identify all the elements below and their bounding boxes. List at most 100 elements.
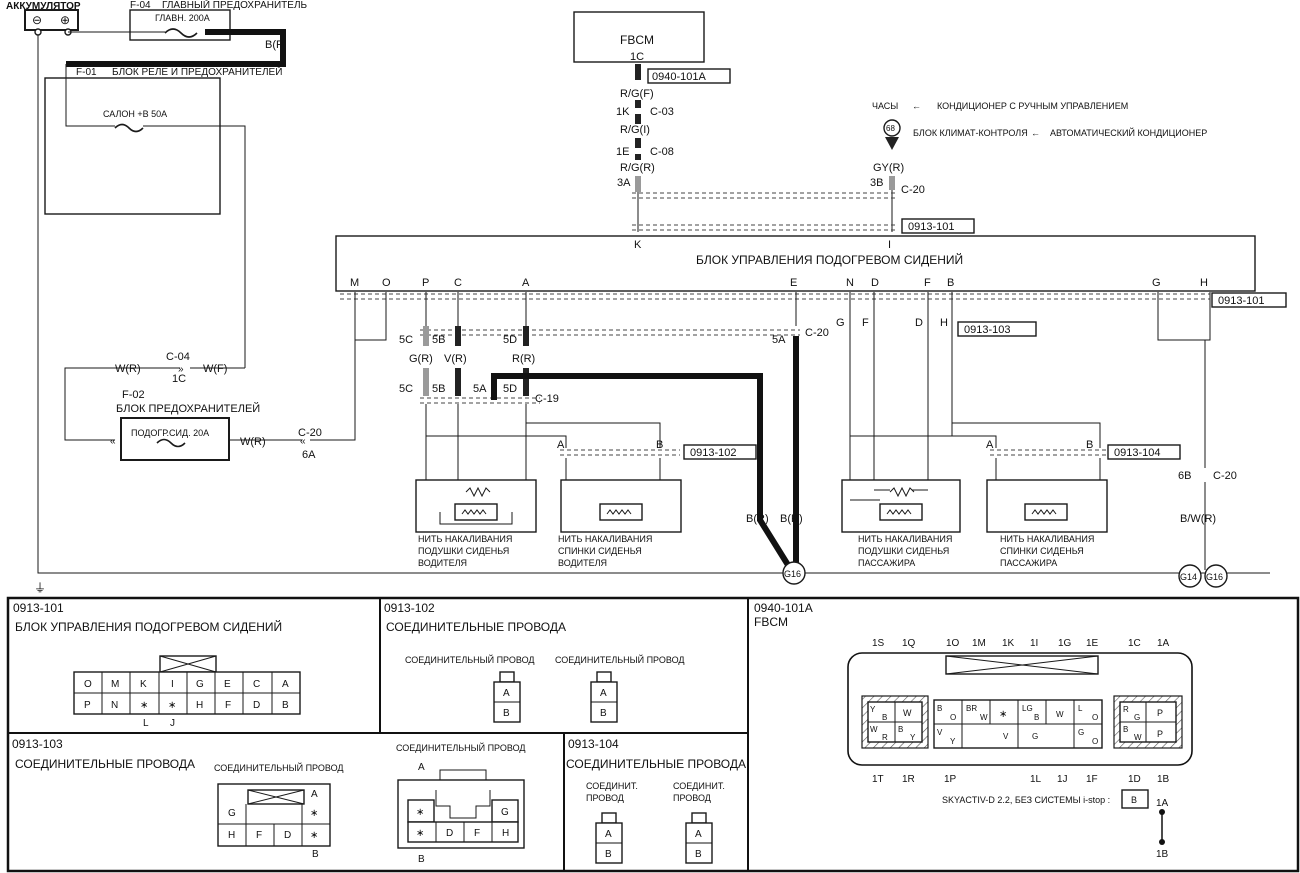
svg-text:F: F	[225, 700, 231, 711]
panel-0940-101a: 0940-101A FBCM 1S 1Q 1O 1M 1K 1I 1G 1E 1…	[754, 601, 1193, 860]
svg-text:C-08: C-08	[650, 146, 674, 158]
svg-text:1A: 1A	[1156, 798, 1169, 809]
svg-text:1G: 1G	[1058, 638, 1072, 649]
svg-text:G14: G14	[1180, 572, 1197, 582]
svg-text:W: W	[1056, 710, 1064, 719]
driver-back-heater: НИТЬ НАКАЛИВАНИЯ СПИНКИ СИДЕНЬЯ ВОДИТЕЛЯ	[558, 458, 682, 568]
svg-text:A: A	[522, 277, 530, 289]
svg-text:КОНДИЦИОНЕР С РУЧНЫМ УПРАВЛЕНИ: КОНДИЦИОНЕР С РУЧНЫМ УПРАВЛЕНИЕМ	[937, 101, 1128, 111]
svg-text:B: B	[695, 849, 702, 860]
svg-text:∗: ∗	[168, 700, 176, 711]
svg-text:1F: 1F	[1086, 774, 1098, 785]
svg-text:A: A	[503, 688, 510, 699]
shield-c20-top	[632, 192, 898, 199]
connector-c04: C-04 1C W(R) W(F) »	[64, 351, 245, 441]
svg-text:G: G	[1134, 713, 1140, 722]
svg-text:A: A	[282, 679, 289, 690]
svg-text:БЛОК УПРАВЛЕНИЯ ПОДОГРЕВОМ СИД: БЛОК УПРАВЛЕНИЯ ПОДОГРЕВОМ СИДЕНИЙ	[15, 619, 282, 634]
svg-text:5C: 5C	[399, 334, 413, 346]
svg-text:1R: 1R	[902, 774, 915, 785]
svg-text:СОЕДИНИТЕЛЬНЫЙ ПРОВОД: СОЕДИНИТЕЛЬНЫЙ ПРОВОД	[555, 654, 684, 665]
svg-text:ПРОВОД: ПРОВОД	[586, 793, 624, 803]
circle-68	[883, 119, 901, 137]
svg-text:W(R): W(R)	[115, 363, 141, 375]
f01-name: БЛОК РЕЛЕ И ПРЕДОХРАНИТЕЛЕЙ	[112, 65, 282, 78]
svg-text:B: B	[947, 277, 954, 289]
svg-text:НИТЬ НАКАЛИВАНИЯ: НИТЬ НАКАЛИВАНИЯ	[1000, 534, 1094, 544]
svg-text:0913-101: 0913-101	[1218, 295, 1265, 307]
svg-text:K: K	[634, 239, 642, 251]
svg-text:SKYACTIV-D 2.2, БЕЗ СИСТЕМЫ i-: SKYACTIV-D 2.2, БЕЗ СИСТЕМЫ i-stop :	[942, 795, 1110, 805]
svg-text:B(R): B(R)	[780, 513, 803, 525]
svg-text:L: L	[1078, 704, 1083, 713]
passenger-back-heater: НИТЬ НАКАЛИВАНИЯ СПИНКИ СИДЕНЬЯ ПАССАЖИР…	[986, 458, 1108, 568]
svg-text:R: R	[882, 733, 888, 742]
svg-text:B: B	[1131, 795, 1137, 805]
svg-text:W(R): W(R)	[240, 436, 266, 448]
relay-fuse-block-f01: F-01 БЛОК РЕЛЕ И ПРЕДОХРАНИТЕЛЕЙ САЛОН +…	[44, 64, 282, 368]
svg-text:0913-102: 0913-102	[384, 601, 435, 615]
svg-text:Y: Y	[870, 705, 876, 714]
svg-text:ЧАСЫ: ЧАСЫ	[872, 101, 898, 111]
svg-text:G(R): G(R)	[409, 353, 433, 365]
svg-text:ВОДИТЕЛЯ: ВОДИТЕЛЯ	[418, 558, 467, 568]
svg-text:Y: Y	[910, 733, 916, 742]
svg-text:3B: 3B	[870, 177, 883, 189]
svg-text:3A: 3A	[617, 177, 631, 189]
panel-0913-104: 0913-104 СОЕДИНИТЕЛЬНЫЕ ПРОВОДА СОЕДИНИТ…	[566, 737, 746, 864]
f04-code: F-04	[130, 0, 151, 11]
battery-minus-icon: ⊖	[32, 13, 42, 27]
svg-text:«: «	[300, 436, 306, 447]
svg-text:B: B	[882, 713, 887, 722]
svg-text:O: O	[84, 679, 92, 690]
climate-branch: ЧАСЫ ← КОНДИЦИОНЕР С РУЧНЫМ УПРАВЛЕНИЕМ …	[870, 101, 1207, 232]
svg-text:W: W	[903, 708, 912, 718]
svg-text:H: H	[502, 828, 509, 839]
ground-icon: ⏚	[34, 581, 46, 595]
svg-text:C-19: C-19	[535, 393, 559, 405]
svg-text:←: ←	[912, 101, 921, 111]
svg-text:LG: LG	[1022, 704, 1033, 713]
svg-text:1S: 1S	[872, 638, 885, 649]
svg-text:H: H	[228, 830, 235, 841]
svg-text:5B: 5B	[432, 383, 445, 395]
svg-text:5A: 5A	[473, 383, 487, 395]
panel-0913-101: 0913-101 БЛОК УПРАВЛЕНИЯ ПОДОГРЕВОМ СИДЕ…	[13, 601, 301, 729]
svg-text:1L: 1L	[1030, 774, 1042, 785]
svg-text:W(F): W(F)	[203, 363, 227, 375]
svg-text:5B: 5B	[432, 334, 445, 346]
svg-text:C-04: C-04	[166, 351, 190, 363]
svg-text:B: B	[937, 704, 942, 713]
svg-text:A: A	[311, 789, 318, 800]
svg-text:∗: ∗	[416, 807, 424, 818]
svg-text:I: I	[171, 679, 174, 690]
ground-g14	[1178, 564, 1202, 588]
svg-text:1C: 1C	[1128, 638, 1141, 649]
svg-text:1B: 1B	[1156, 849, 1169, 860]
f01-fuse: САЛОН +В 50А	[103, 109, 167, 119]
svg-text:ПОДУШКИ СИДЕНЬЯ: ПОДУШКИ СИДЕНЬЯ	[418, 546, 509, 556]
svg-text:C: C	[253, 679, 260, 690]
f02-box	[120, 417, 230, 461]
svg-text:1O: 1O	[946, 638, 960, 649]
svg-text:СОЕДИНИТ.: СОЕДИНИТ.	[586, 781, 638, 791]
svg-text:V: V	[1003, 732, 1009, 741]
fbcm-title: FBCM	[620, 33, 654, 47]
svg-text:1A: 1A	[1157, 638, 1170, 649]
svg-text:G: G	[501, 807, 509, 818]
svg-text:6B: 6B	[1178, 470, 1191, 482]
svg-text:O: O	[382, 277, 391, 289]
svg-text:A: A	[986, 439, 994, 451]
module-ref-top: 0913-101	[908, 221, 955, 233]
svg-text:M: M	[350, 277, 359, 289]
svg-text:D: D	[915, 317, 923, 329]
svg-text:ПАССАЖИРА: ПАССАЖИРА	[858, 558, 915, 568]
svg-text:R/G(F): R/G(F)	[620, 88, 654, 100]
svg-text:1M: 1M	[972, 638, 986, 649]
svg-text:«: «	[110, 436, 116, 447]
svg-text:P: P	[422, 277, 429, 289]
svg-text:O: O	[1092, 737, 1098, 746]
ground-g16	[782, 561, 806, 585]
svg-text:1E: 1E	[1086, 638, 1099, 649]
svg-text:G: G	[836, 317, 845, 329]
